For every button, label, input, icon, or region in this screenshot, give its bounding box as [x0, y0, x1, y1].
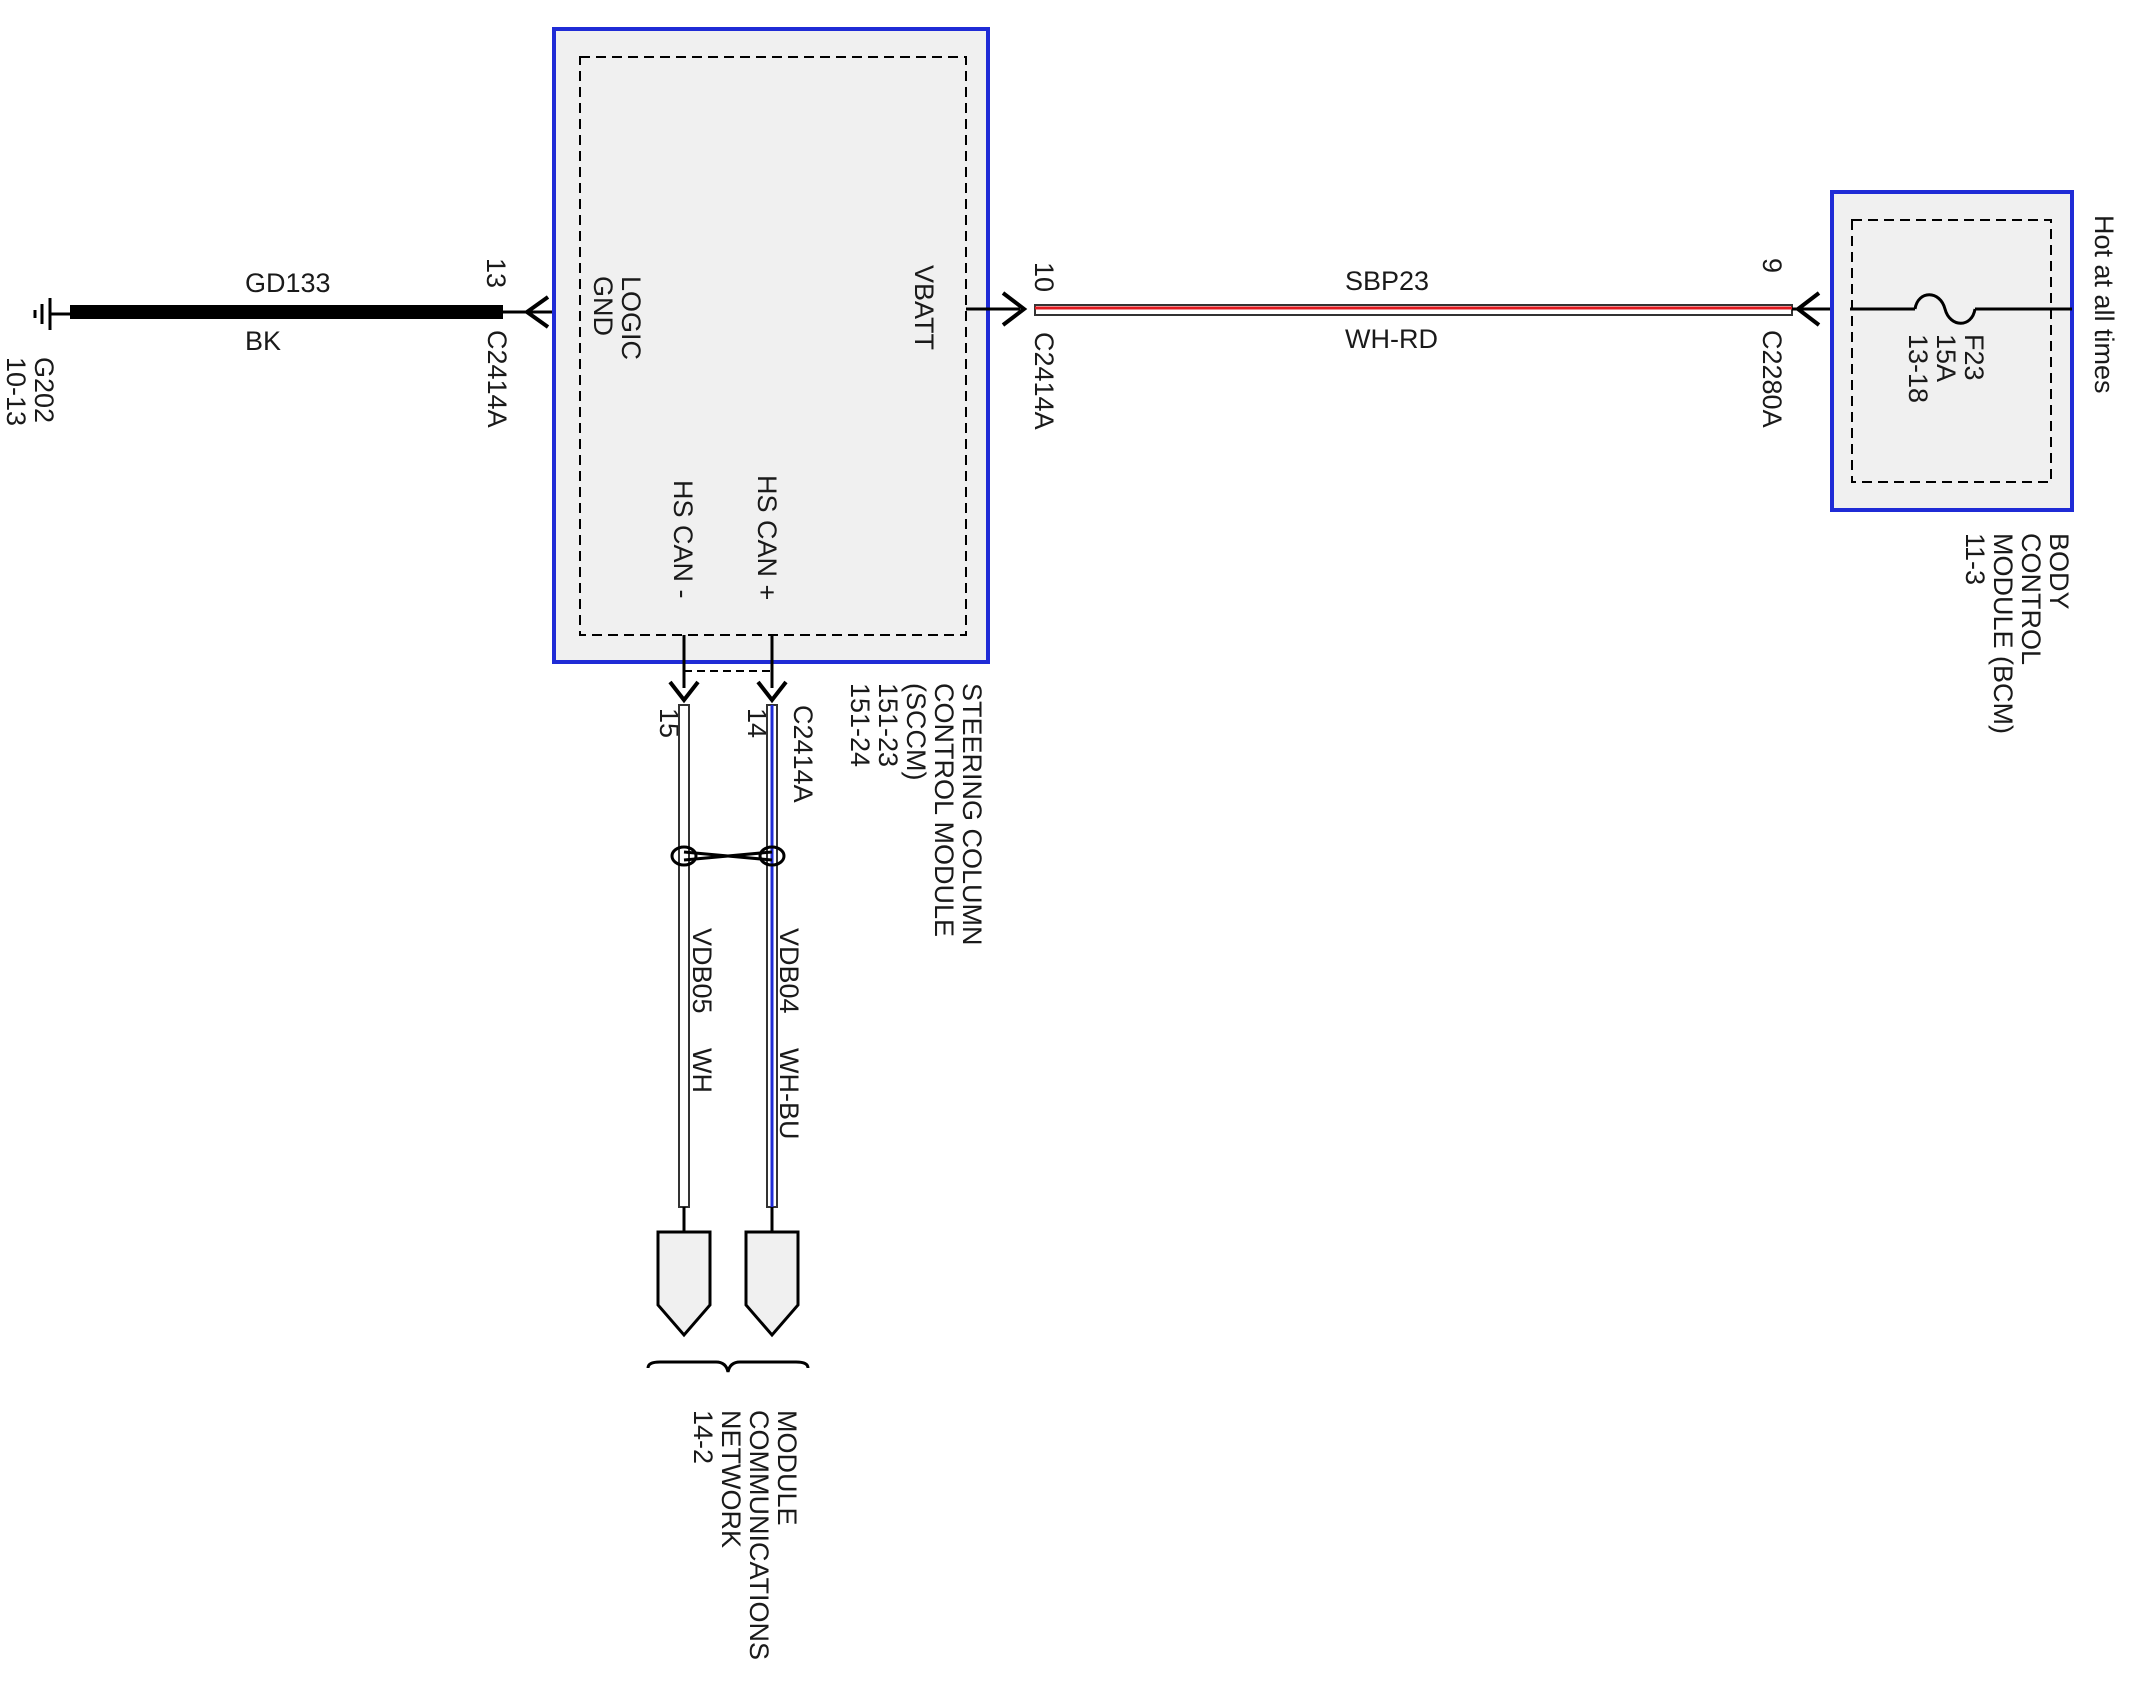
- sccm-name-line-3: (SCCM): [901, 683, 931, 780]
- network-name-line-1: MODULE: [772, 1410, 802, 1526]
- bcm-name-line-1: BODY: [2044, 533, 2074, 610]
- twisted-pair-symbol: [670, 845, 786, 867]
- hot-at-all-times-label: Hot at all times: [2089, 215, 2119, 394]
- connector-c2414a-pin13-symbol: [523, 295, 550, 329]
- pin-10-number: 10: [1029, 262, 1059, 292]
- wire-vdb04-color: WH-BU: [774, 1048, 804, 1139]
- wire-gd133-circuit: GD133: [245, 268, 331, 298]
- sccm-name-line-5: 151-24: [845, 683, 875, 767]
- connector-c2414a-label-can: C2414A: [788, 705, 818, 803]
- continuation-arrow-vdb04: [744, 1230, 800, 1338]
- continuation-arrow-vdb05: [656, 1230, 712, 1338]
- connector-c2414a-pin10-symbol: [1001, 291, 1028, 327]
- connector-c2414a-label-gnd: C2414A: [482, 330, 512, 428]
- pin-9-number: 9: [1757, 258, 1787, 273]
- bcm-module-box: [1830, 190, 2074, 512]
- network-name-line-4: 14-2: [688, 1410, 718, 1464]
- wire-sbp23-color: WH-RD: [1345, 324, 1438, 354]
- fuse-rating: 15A: [1931, 334, 1961, 382]
- sccm-name-line-2: CONTROL MODULE: [929, 683, 959, 937]
- bcm-name-line-2: CONTROL: [2016, 533, 2046, 665]
- wire-gd133-color: BK: [245, 326, 281, 356]
- bcm-name-line-3: MODULE (BCM): [1988, 533, 2018, 734]
- connector-c2414a-pin15-symbol: [668, 680, 700, 704]
- connector-c2280a-pin9-symbol: [1794, 291, 1821, 327]
- pin-13-number: 13: [481, 258, 511, 288]
- pin-label-gnd: GND: [588, 276, 618, 336]
- bcm-name-line-4: 11-3: [1960, 533, 1990, 585]
- connector-c2280a-label: C2280A: [1757, 330, 1787, 428]
- network-brace: [646, 1360, 810, 1373]
- wire-gd133: [70, 305, 503, 319]
- connector-c2414a-pin14-symbol: [756, 680, 788, 704]
- network-name-line-2: COMMUNICATIONS: [744, 1410, 774, 1660]
- fuse-ref: 13-18: [1903, 334, 1933, 403]
- pin-label-hs-can-plus: HS CAN +: [752, 475, 782, 600]
- pin-label-logic: LOGIC: [616, 276, 646, 360]
- wire-vdb04-circuit: VDB04: [774, 928, 804, 1014]
- fuse-f23-symbol: [1913, 293, 1977, 325]
- wire-vdb05-color: WH: [687, 1048, 717, 1093]
- wire-vdb05-circuit: VDB05: [687, 928, 717, 1014]
- pin-label-hs-can-minus: HS CAN -: [668, 480, 698, 599]
- wire-sbp23-circuit: SBP23: [1345, 266, 1429, 296]
- ground-id: G202: [29, 357, 59, 423]
- ground-symbol: [33, 298, 70, 330]
- sccm-name-line-1: STEERING COLUMN: [957, 683, 987, 946]
- fuse-id: F23: [1959, 334, 1989, 381]
- ground-ref: 10-13: [1, 357, 31, 426]
- pin-label-vbatt: VBATT: [909, 265, 939, 350]
- sccm-name-line-4: 151-23: [873, 683, 903, 767]
- network-name-line-3: NETWORK: [716, 1410, 746, 1548]
- connector-c2414a-label-vbatt: C2414A: [1029, 332, 1059, 430]
- bcm-module-inner-border: [1851, 219, 2052, 483]
